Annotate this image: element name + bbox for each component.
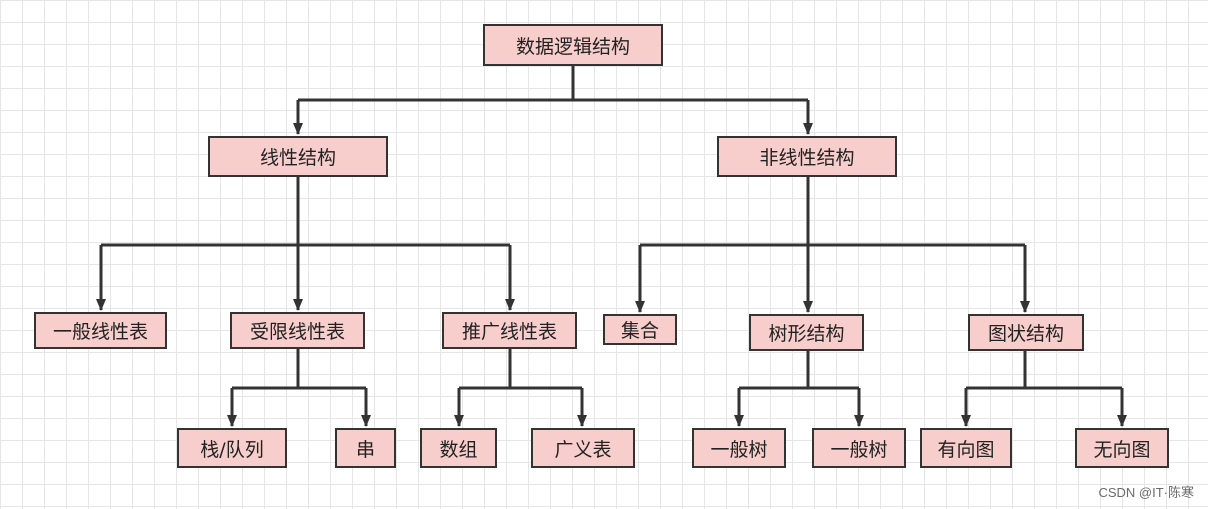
node-general-linear-list: 一般线性表 — [34, 312, 167, 349]
node-undirected-graph: 无向图 — [1075, 428, 1169, 468]
edge-graph-trunk — [966, 351, 1122, 390]
edge-tree — [734, 351, 864, 427]
node-nonlinear: 非线性结构 — [717, 136, 897, 177]
node-extended-linear-list: 推广线性表 — [442, 312, 577, 349]
edge-restricted-trunk — [232, 349, 366, 390]
edge-root — [293, 66, 813, 135]
edge-linear-trunk — [101, 177, 510, 247]
edge-nonlinear — [635, 177, 1030, 313]
edge-nonlinear-trunk — [640, 177, 1025, 247]
node-set: 集合 — [603, 314, 677, 345]
node-string: 串 — [335, 428, 396, 468]
node-tree: 树形结构 — [749, 314, 864, 351]
node-graph: 图状结构 — [968, 314, 1084, 351]
node-array: 数组 — [420, 428, 497, 468]
edge-extended-trunk — [459, 349, 582, 390]
node-general-tree-left: 一般树 — [692, 428, 786, 468]
node-stack-queue: 栈/队列 — [177, 428, 287, 468]
edge-graph — [961, 351, 1127, 427]
node-directed-graph: 有向图 — [920, 428, 1012, 468]
node-root: 数据逻辑结构 — [483, 24, 663, 66]
node-general-tree-right: 一般树 — [812, 428, 906, 468]
watermark: CSDN @IT·陈寒 — [1098, 485, 1194, 500]
edge-linear — [96, 177, 515, 311]
edge-restricted — [227, 349, 371, 427]
edge-extended — [454, 349, 587, 427]
edge-tree-trunk — [739, 351, 859, 390]
node-generalized-list: 广义表 — [531, 428, 635, 468]
edge-root-trunk — [298, 66, 808, 102]
node-restricted-linear-list: 受限线性表 — [230, 312, 365, 349]
node-linear: 线性结构 — [208, 136, 388, 177]
